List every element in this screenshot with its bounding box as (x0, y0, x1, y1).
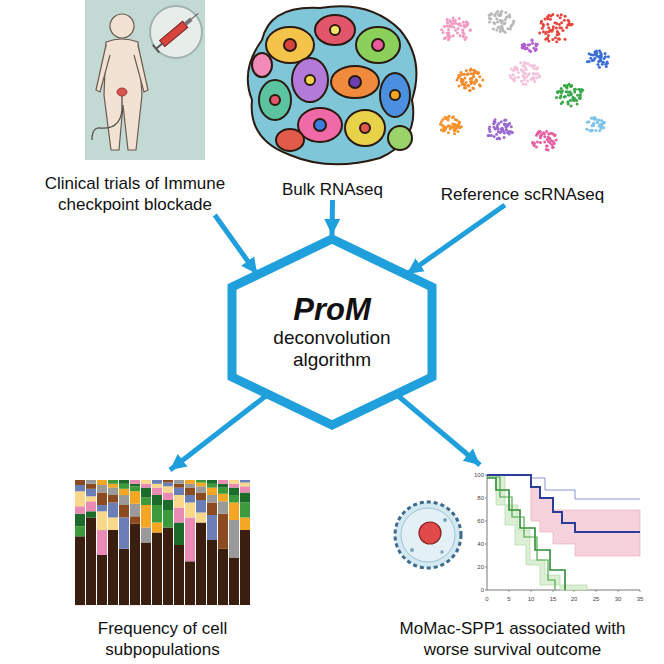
axis-tick-label: 30 (615, 596, 622, 603)
axis-tick-label: 15 (550, 596, 557, 603)
flow-arrow (215, 215, 257, 274)
flow-arrow (407, 205, 505, 274)
axis-tick-label: 0 (481, 587, 484, 594)
bulk-tissue-illustration (248, 6, 417, 164)
algorithm-description: deconvolution algorithm (257, 327, 407, 371)
input-output-panel: MoMac-SPP1 associated with worse surviva… (380, 465, 645, 660)
input-output-panel: Reference scRNAseq (425, 0, 620, 205)
input-output-panel: Frequency of cell subpopulations (60, 470, 265, 660)
axis-tick-label: 60 (477, 518, 484, 525)
panel-caption: Frequency of cell subpopulations (60, 618, 265, 660)
axis-tick-label: 20 (477, 564, 484, 571)
stacked-bar-chart (75, 480, 250, 605)
flow-arrow (397, 395, 480, 465)
panel-caption: Clinical trials of Immune checkpoint blo… (30, 173, 240, 215)
axis-tick-label: 80 (477, 495, 484, 502)
input-output-panel: Clinical trials of Immune checkpoint blo… (30, 0, 240, 215)
axis-tick-label: 35 (637, 596, 644, 603)
axis-tick-label: 5 (507, 596, 510, 603)
axis-tick-label: 10 (528, 596, 535, 603)
algorithm-name: ProM (293, 293, 371, 327)
patient-illustration (85, 0, 205, 160)
axis-tick-label: 0 (485, 596, 488, 603)
axis-tick-label: 40 (477, 541, 484, 548)
panel-caption: Bulk RNAseq (282, 179, 383, 200)
panel-caption: Reference scRNAseq (441, 184, 604, 205)
survival-plot (485, 475, 640, 592)
input-output-panel: Bulk RNAseq (245, 0, 420, 200)
flow-arrow (170, 395, 267, 470)
flow-arrow (330, 200, 336, 235)
axis-tick-label: 100 (474, 472, 484, 479)
scrna-scatter (439, 10, 610, 152)
axis-tick-label: 25 (593, 596, 600, 603)
algorithm-hexagon: ProMdeconvolution algorithm (227, 234, 437, 430)
macrophage-icon (395, 502, 461, 568)
panel-caption: MoMac-SPP1 associated with worse surviva… (385, 618, 640, 660)
axis-tick-label: 20 (571, 596, 578, 603)
